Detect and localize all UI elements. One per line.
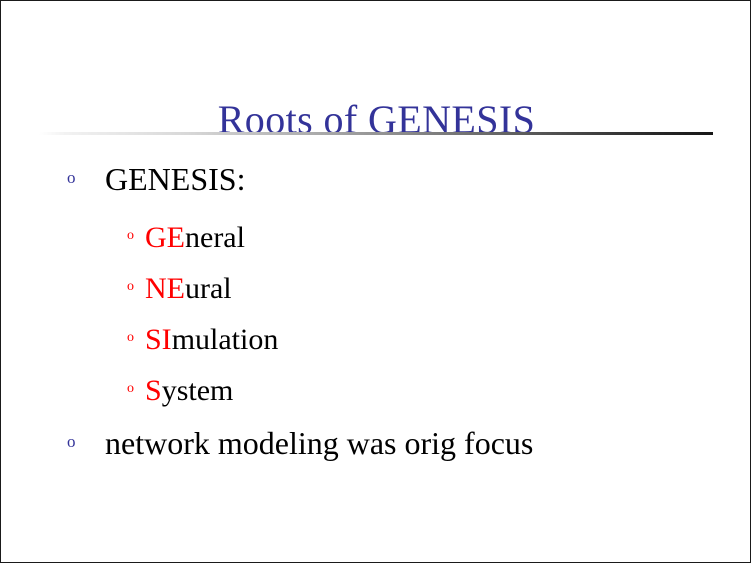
bullet-o-icon: o <box>67 432 76 451</box>
list-item: o network modeling was orig focus <box>1 423 750 475</box>
acronym-rest: ural <box>185 272 232 305</box>
list-item-label: network modeling was orig focus <box>105 425 534 461</box>
list-item-label: GENESIS: <box>105 161 246 197</box>
list-item-label: SImulation <box>145 321 278 359</box>
page-title: Roots of GENESIS <box>217 96 536 142</box>
list-item-label: NEural <box>145 270 232 308</box>
sub-bullet-o-icon: o <box>127 228 134 243</box>
sub-bullet-o-icon: o <box>127 279 134 294</box>
acronym-rest: ystem <box>161 374 234 407</box>
list-item-label: GEneral <box>145 219 245 257</box>
sub-bullet-o-icon: o <box>127 381 134 396</box>
acronym-prefix: GE <box>145 221 185 254</box>
acronym-rest: mulation <box>171 323 279 356</box>
list-item-label: System <box>145 372 233 410</box>
list-item: o SImulation <box>1 321 750 372</box>
title-divider <box>39 132 713 135</box>
acronym-prefix: S <box>145 374 162 407</box>
list-item: o GENESIS: <box>1 159 750 211</box>
bullet-o-icon: o <box>67 168 76 187</box>
list-item: o GEneral <box>1 219 750 270</box>
acronym-prefix: NE <box>145 272 185 305</box>
list-item: o System <box>1 372 750 423</box>
acronym-rest: neral <box>185 221 245 254</box>
list-item: o NEural <box>1 270 750 321</box>
acronym-prefix: SI <box>145 323 172 356</box>
sub-bullet-o-icon: o <box>127 330 134 345</box>
